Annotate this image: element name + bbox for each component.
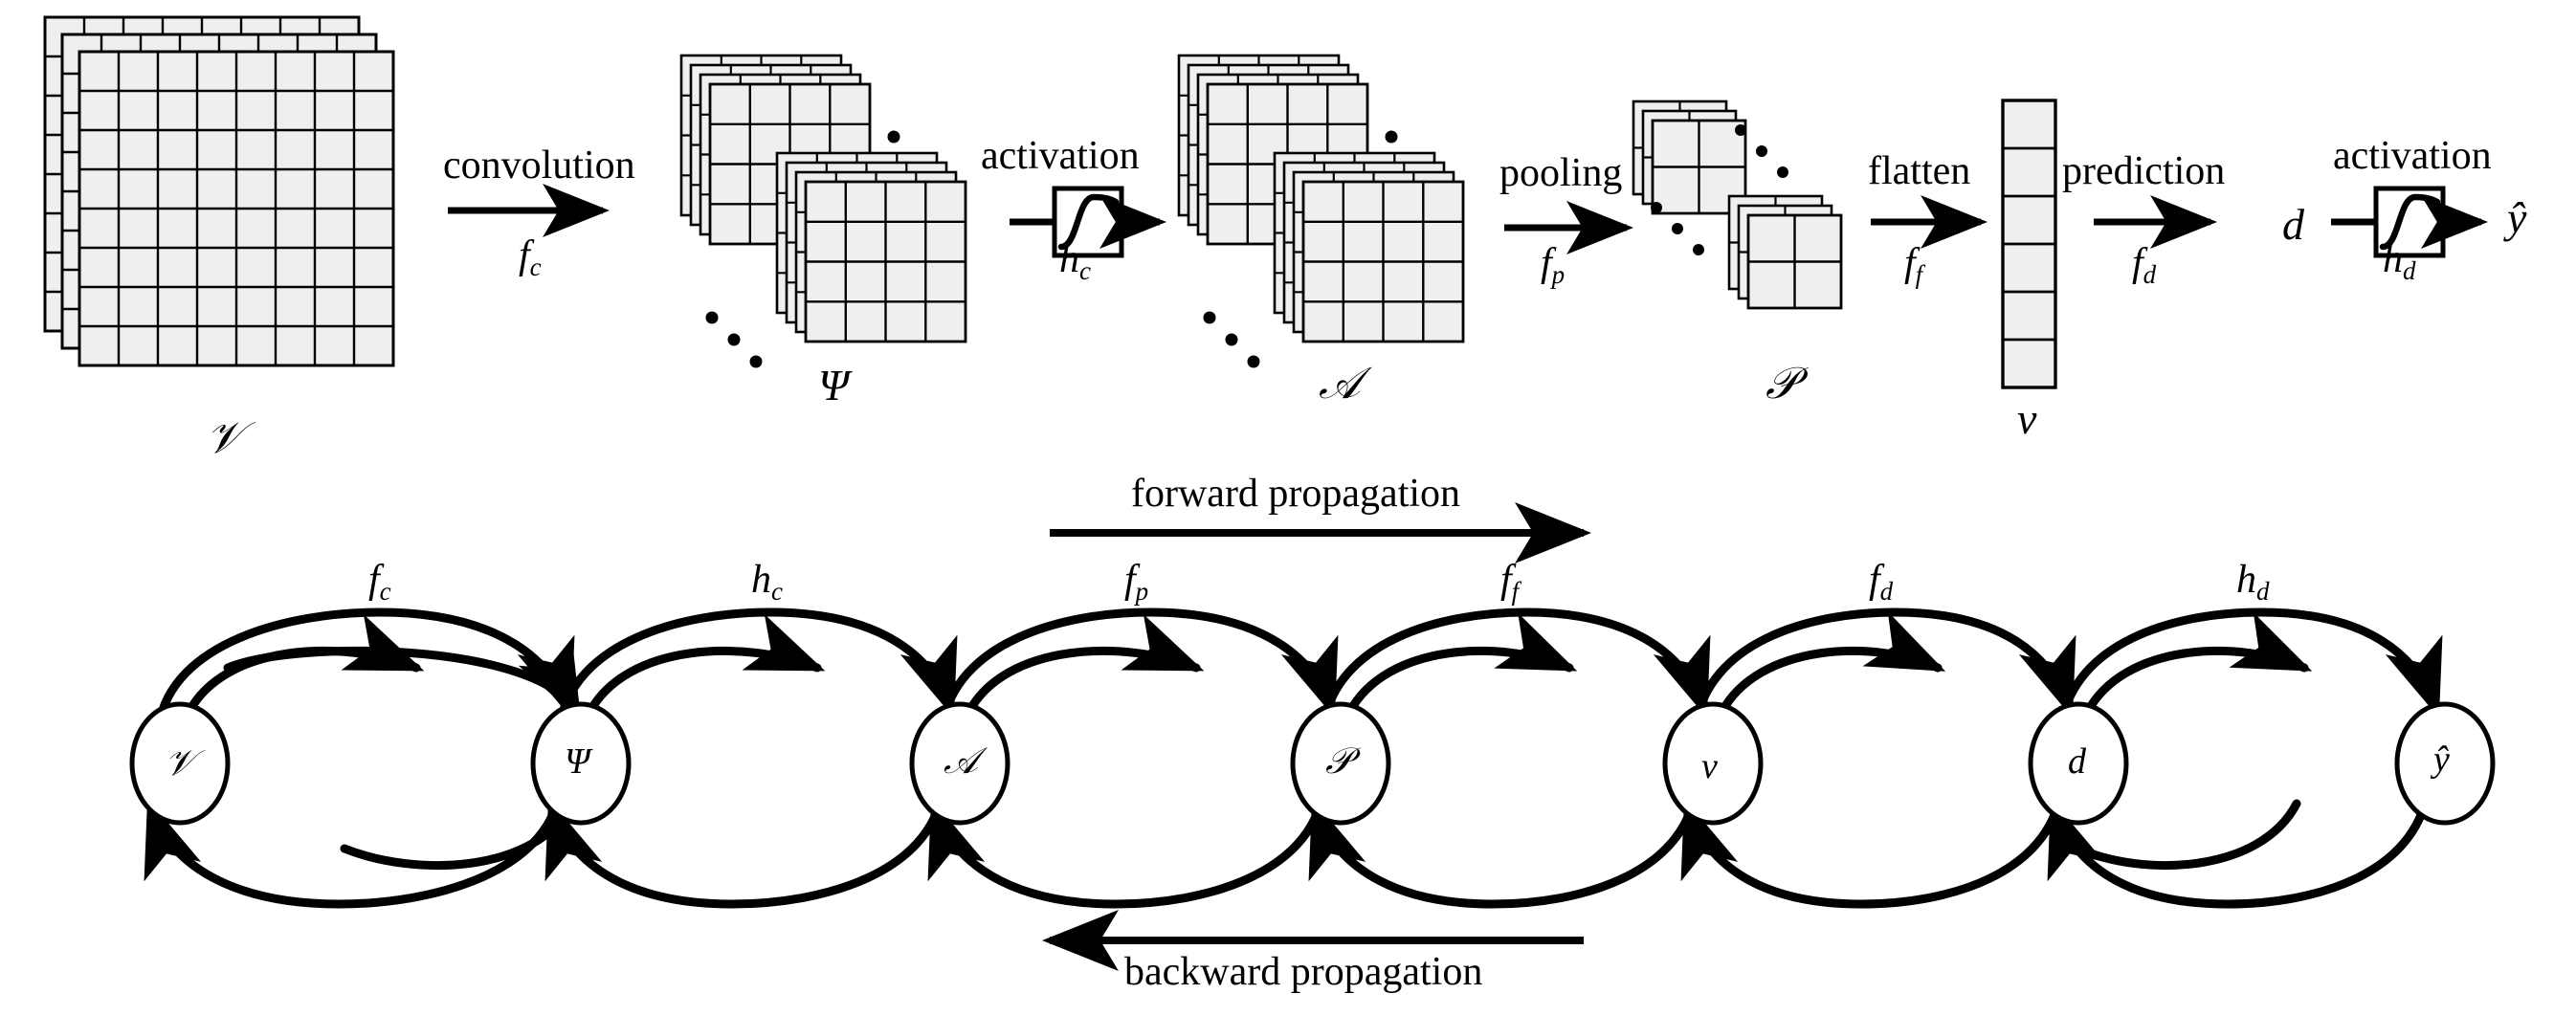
edge-fd-forward bbox=[1717, 611, 1946, 718]
graph-edge-label-hd: hd bbox=[2236, 558, 2270, 607]
operation-fn-convolution: fc bbox=[519, 233, 542, 282]
pipeline-label-prediction-output: ŷ bbox=[2507, 193, 2527, 242]
pipeline-label-activation-maps: 𝒜 bbox=[1319, 359, 1361, 408]
graph-edge-label-fc: fc bbox=[368, 558, 391, 607]
input-volume-stack bbox=[43, 15, 395, 367]
edge-hc-forward bbox=[585, 614, 826, 718]
operation-name-flatten: flatten bbox=[1868, 149, 1971, 193]
activation-maps-stack bbox=[1177, 54, 1465, 368]
feature-maps-group-front bbox=[775, 151, 967, 343]
sheet bbox=[804, 180, 967, 343]
edge-hd-backward bbox=[2074, 799, 2301, 871]
backward-propagation-label: backward propagation bbox=[1124, 950, 1483, 994]
operation-name-activation-c: activation bbox=[981, 134, 1140, 178]
sheet bbox=[1301, 180, 1465, 343]
edge-fp-forward bbox=[964, 614, 1205, 718]
graph-node-label-Psi: Ψ bbox=[565, 741, 590, 782]
graph-edge-label-ff: ff bbox=[1500, 558, 1520, 607]
pipeline-label-dense-output: d bbox=[2282, 200, 2304, 249]
operation-name-pooling: pooling bbox=[1499, 151, 1623, 195]
edge-fc-forward bbox=[184, 614, 425, 718]
operation-name-convolution: convolution bbox=[443, 144, 635, 188]
graph-edge-label-fd: fd bbox=[1869, 558, 1894, 607]
feature-maps-stack bbox=[679, 54, 967, 368]
pipeline-label-input-volume: 𝒱 bbox=[206, 413, 243, 462]
operation-fn-prediction: fd bbox=[2132, 241, 2157, 290]
graph-edge-label-fp: fp bbox=[1124, 558, 1149, 607]
graph-node-label-v: v bbox=[1701, 746, 1718, 786]
activation-maps-group-front bbox=[1273, 151, 1465, 343]
graph-node-label-V: 𝒱 bbox=[165, 743, 195, 784]
pipeline-label-flatten-vector: v bbox=[2017, 394, 2037, 443]
ellipsis-dots bbox=[1735, 124, 1788, 178]
graph-node-label-yhat: ŷ bbox=[2433, 740, 2450, 780]
pooled-maps-stack bbox=[1632, 99, 1843, 310]
graph-node-label-d: d bbox=[2068, 741, 2086, 782]
graph-edge-label-hc: hc bbox=[751, 558, 783, 607]
graph-nodes bbox=[129, 701, 2496, 826]
graph-arcs bbox=[144, 607, 2443, 909]
forward-propagation-label: forward propagation bbox=[1131, 472, 1461, 516]
sheet bbox=[1746, 213, 1843, 310]
operation-name-prediction: prediction bbox=[2062, 149, 2226, 193]
operation-name-activation-d: activation bbox=[2333, 134, 2492, 178]
operation-fn-activation-c: hc bbox=[1059, 237, 1091, 286]
activation-d-glyph bbox=[2331, 186, 2488, 258]
activation-c-glyph bbox=[1010, 186, 1166, 258]
ellipsis-dots bbox=[1651, 202, 1704, 255]
edge-ff-forward bbox=[1344, 612, 1578, 718]
pooled-maps-group-front bbox=[1727, 194, 1843, 310]
operation-fn-activation-d: hd bbox=[2383, 237, 2416, 286]
edge-hd-forward bbox=[2082, 612, 2313, 718]
operation-fn-flatten: ff bbox=[1904, 241, 1923, 290]
pipeline-label-pooled-maps: 𝒫 bbox=[1765, 359, 1798, 408]
graph-node-label-A: 𝒜 bbox=[944, 741, 978, 782]
graph-node-label-P: 𝒫 bbox=[1325, 741, 1352, 782]
operation-fn-pooling: fp bbox=[1541, 241, 1566, 290]
pipeline-label-feature-maps: Ψ bbox=[818, 361, 850, 409]
ellipsis-dots bbox=[1203, 311, 1260, 368]
flatten-vector bbox=[2001, 99, 2057, 389]
input-volume-sheet-front bbox=[78, 50, 395, 367]
ellipsis-dots bbox=[705, 311, 763, 368]
forward-edges bbox=[184, 611, 2313, 720]
